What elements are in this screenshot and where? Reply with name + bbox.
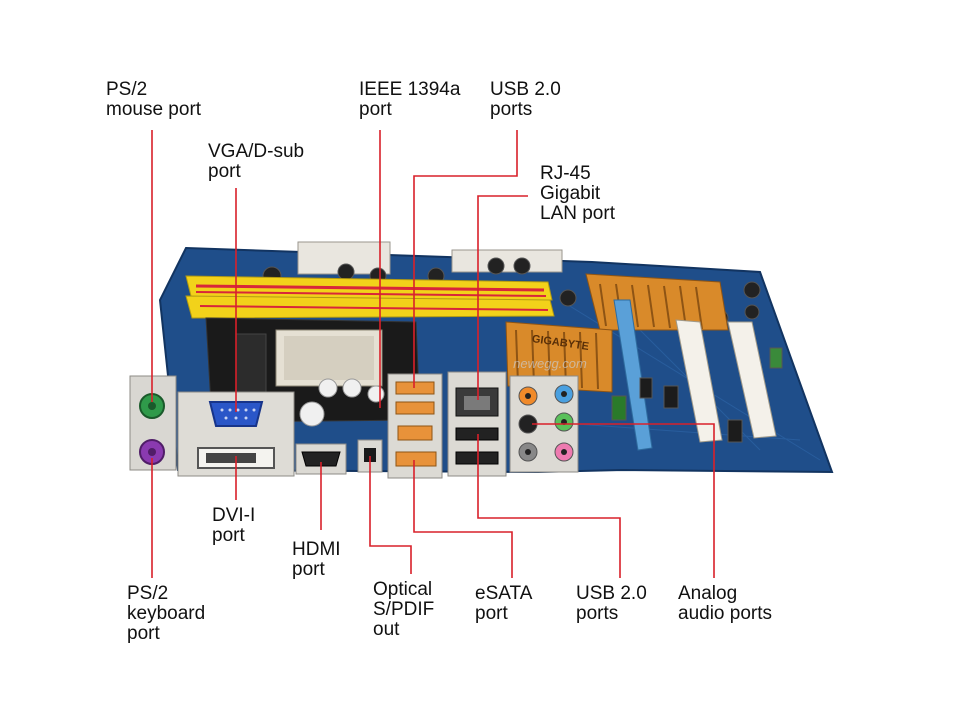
leader-usb-top	[413, 130, 518, 388]
label-optical: Optical S/PDIF out	[373, 579, 435, 640]
leader-esata	[413, 460, 513, 578]
vga-port	[208, 401, 264, 427]
label-hdmi: HDMI port	[292, 539, 341, 580]
expansion-slots	[613, 299, 777, 451]
label-rj45: RJ-45 Gigabit LAN port	[540, 163, 615, 224]
label-analog: Analog audio ports	[678, 583, 773, 624]
leader-optical	[369, 456, 412, 574]
usb-port-top-1	[395, 381, 435, 395]
power-connector	[451, 249, 563, 273]
leader-rj45	[477, 195, 528, 400]
label-usb-bottom: USB 2.0 ports	[576, 583, 647, 624]
label-dvi: DVI-I port	[212, 505, 256, 546]
motherboard-image: GIGABYTE newegg.com	[129, 241, 834, 479]
hdmi-port	[301, 451, 341, 467]
io-panel	[129, 371, 579, 479]
label-ps2-keyboard: PS/2 keyboard port	[127, 583, 206, 644]
label-usb-top: USB 2.0 ports	[490, 79, 561, 120]
label-vga: VGA/D-sub port	[208, 141, 305, 182]
ram-slots	[185, 275, 555, 319]
chipset-heatsink: GIGABYTE newegg.com	[505, 273, 729, 393]
capacitors-right	[611, 347, 783, 443]
optical-port	[364, 448, 376, 462]
usb-port-top-2	[395, 401, 435, 415]
label-esata: eSATA port	[475, 583, 533, 624]
leader-analog	[532, 423, 715, 578]
label-ieee1394: IEEE 1394a port	[359, 79, 461, 120]
leader-usb-bottom	[477, 434, 621, 578]
usb-port-bottom-2	[455, 451, 499, 465]
esata-port	[395, 451, 437, 467]
ieee1394-port	[397, 425, 433, 441]
label-ps2-mouse: PS/2 mouse port	[106, 79, 202, 120]
watermark-text: newegg.com	[513, 356, 587, 371]
usb-port-bottom-1	[455, 427, 499, 441]
leader-lines	[151, 130, 715, 578]
